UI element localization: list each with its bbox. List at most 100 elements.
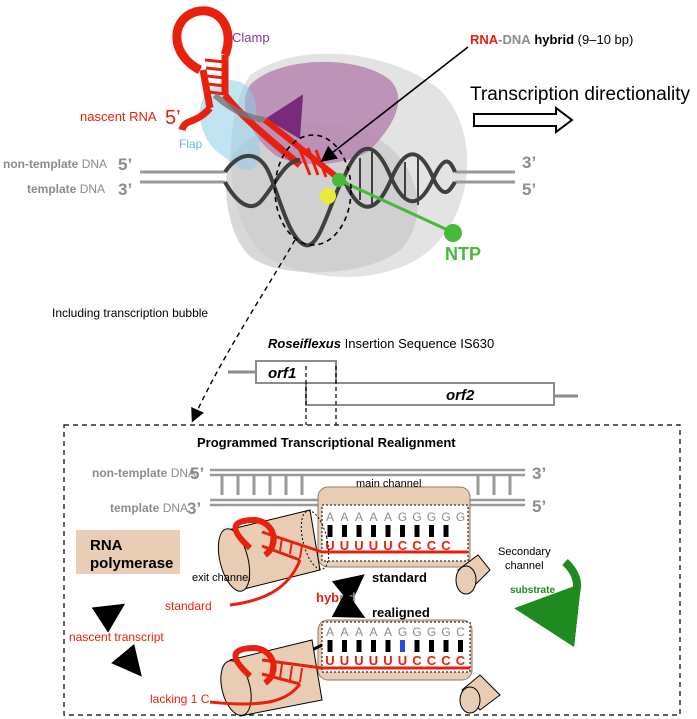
template-3prime-bottom: 3’ [187, 499, 201, 518]
base-pair-tick [327, 525, 333, 537]
nascent-rna-5prime: 5’ [165, 107, 181, 129]
rna-base: U [325, 538, 334, 553]
rna-base: C [412, 653, 422, 668]
rna-base: C [441, 538, 451, 553]
dna-base: C [456, 625, 465, 639]
bubble-dashed-arrow [191, 239, 296, 423]
base-pair-tick [414, 525, 420, 537]
rna-base: U [354, 653, 363, 668]
base-pair-tick [458, 640, 463, 652]
base-pair-tick [385, 525, 391, 537]
rna-base: U [340, 538, 349, 553]
rnap-label-line1: RNA [90, 537, 123, 554]
template-dna-label-top: template DNA [27, 182, 105, 196]
dna-base: G [441, 625, 450, 639]
top-dna [140, 117, 515, 248]
secondary-channel-realigned [459, 674, 501, 714]
exit-channel-realigned [209, 639, 323, 717]
dna-base: G [441, 510, 450, 524]
secondary-channel-standard [455, 554, 491, 595]
dna-base: G [427, 625, 436, 639]
base-pair-tick [356, 640, 362, 652]
base-pair-tick [429, 640, 434, 652]
base-pair-tick [400, 640, 405, 652]
base-pair-tick [371, 640, 376, 652]
secondary-channel-label-2: channel [505, 560, 544, 572]
orf1-box [255, 360, 337, 384]
rna-base: U [354, 538, 363, 553]
rna-base: C [456, 653, 466, 668]
rna-base: U [383, 653, 392, 668]
direction-label: Transcription directionality [470, 84, 690, 105]
rna-base: C [427, 538, 437, 553]
flap-label: Flap [179, 137, 203, 151]
nascent-rna-label: nascent RNA [80, 109, 157, 124]
flap-domain [199, 80, 261, 170]
rna-base: U [325, 653, 334, 668]
standard-transcript-label: standard [165, 599, 212, 613]
substrate-label: substrate [510, 585, 555, 596]
exit-channel-label: exit channel [192, 572, 251, 584]
nontemplate-5prime-bottom: 5’ [190, 464, 204, 483]
dna-base: G [398, 625, 407, 639]
nascent-transcript-label: nascent transcript [69, 630, 164, 644]
nontemplate-dna-label-bottom: non-template DNA [92, 466, 196, 480]
realignment-panel: Programmed Transcriptional Realignment n… [63, 424, 681, 717]
realigned-row-label: realigned [372, 605, 430, 620]
base-pair-tick [414, 640, 420, 652]
clamp-arrow [265, 94, 304, 140]
nascent-rna-hairpin [172, 6, 303, 168]
bubble-ellipse [274, 134, 352, 246]
dna-base: G [412, 510, 421, 524]
rna-base: U [369, 653, 378, 668]
nontemplate-3prime-top: 3’ [522, 153, 536, 172]
base-pair-tick [443, 640, 449, 652]
hybrid-label: RNA-DNA hybrid (9–10 bp) [470, 32, 633, 47]
template-dna-label-bottom: template DNA [110, 501, 188, 515]
dna-base: A [355, 625, 363, 639]
base-pair-tick [429, 525, 434, 537]
main-channel-label: main channel [356, 478, 421, 490]
direction-arrow [473, 106, 574, 134]
rnap-label-box [76, 530, 180, 574]
rna-base: C [427, 653, 437, 668]
nontemplate-5prime-top: 5’ [118, 155, 132, 174]
template-3prime-top: 3’ [118, 180, 132, 199]
hybrid-word: hybrid [316, 590, 356, 605]
ntp-dot [444, 224, 462, 242]
rna-base: U [398, 653, 407, 668]
orf2-label: orf2 [446, 387, 475, 404]
dna-base: A [340, 625, 348, 639]
orf2-box [305, 382, 555, 406]
rna-base: C [412, 538, 422, 553]
insertion-sequence: Roseiflexus Insertion Sequence IS630 orf… [228, 336, 578, 425]
base-pair-tick [356, 525, 362, 537]
dna-base: G [456, 510, 465, 524]
dna-base: A [369, 510, 377, 524]
substrate-arrow [514, 559, 582, 648]
rna-base: U [369, 538, 378, 553]
dna-base: A [384, 510, 392, 524]
base-pair-tick [371, 525, 376, 537]
template-5prime-top: 5’ [522, 180, 536, 199]
clamp-label: Clamp [232, 30, 270, 45]
secondary-channel-label-1: Secondary [498, 546, 551, 558]
rna-base: C [398, 538, 408, 553]
dna-base: G [412, 625, 421, 639]
rna-base: U [340, 653, 349, 668]
dna-base: A [355, 510, 363, 524]
dna-base: A [326, 625, 334, 639]
base-pair-tick [342, 525, 347, 537]
dna-base: A [326, 510, 334, 524]
insertion-title: Roseiflexus Insertion Sequence IS630 [268, 336, 494, 351]
hybrid-pointer-arrow [320, 46, 469, 162]
dna-base: G [427, 510, 436, 524]
ntp-label: NTP [445, 244, 481, 264]
lacking-label: lacking 1 C [150, 692, 210, 706]
nontemplate-3prime-bottom: 3’ [532, 464, 546, 483]
standard-row-label: standard [372, 570, 427, 585]
bubble-caption: Including transcription bubble [52, 306, 208, 320]
